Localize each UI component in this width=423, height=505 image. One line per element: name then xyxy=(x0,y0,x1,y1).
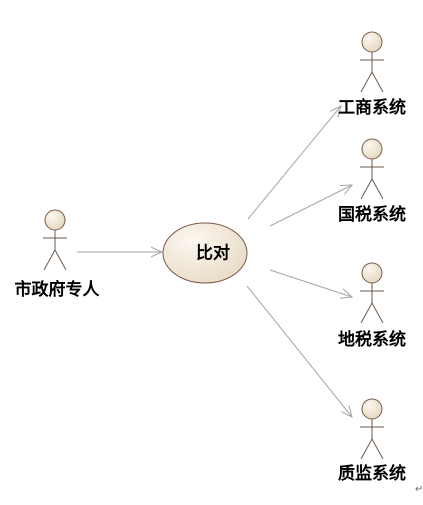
actor-head-ltax xyxy=(361,262,383,284)
actor-left-leg-ltax xyxy=(360,302,373,324)
actor-head-qs xyxy=(361,398,383,420)
actor-label-biz: 工商系统 xyxy=(338,98,406,118)
association-compare-biz xyxy=(247,105,342,220)
association-line-compare-qs xyxy=(246,285,353,418)
arrowhead-compare-ntax xyxy=(339,184,354,195)
association-line-compare-ltax xyxy=(269,269,353,298)
actor-right-leg-gov xyxy=(54,249,67,271)
actor-head-gov xyxy=(44,209,66,231)
actor-label-gov: 市政府专人 xyxy=(14,280,100,300)
association-line-compare-biz xyxy=(247,105,342,220)
use-case-label: 比对 xyxy=(196,243,230,264)
actors xyxy=(43,31,384,460)
actor-label-qs: 质监系统 xyxy=(338,464,406,484)
use-case-ellipse xyxy=(162,222,248,284)
actor-right-leg-qs xyxy=(371,438,384,460)
association-compare-qs xyxy=(246,285,353,418)
association-compare-ntax xyxy=(269,184,354,227)
actor-right-leg-biz xyxy=(371,71,384,93)
associations xyxy=(77,105,354,418)
association-compare-ltax xyxy=(269,269,354,299)
actor-ltax xyxy=(360,262,384,324)
actor-left-leg-gov xyxy=(43,249,56,271)
arrowhead-compare-qs xyxy=(341,405,353,418)
actor-biz xyxy=(360,31,384,93)
actor-head-ntax xyxy=(361,138,383,160)
actor-left-leg-qs xyxy=(360,438,373,460)
actor-label-ltax: 地税系统 xyxy=(338,330,406,350)
use-case-compare xyxy=(162,222,248,284)
arrowhead-compare-ltax xyxy=(340,288,354,299)
actor-gov xyxy=(43,209,67,271)
arrowhead-compare-biz xyxy=(330,105,342,118)
actor-right-leg-ntax xyxy=(371,178,384,200)
actor-ntax xyxy=(360,138,384,200)
actor-qs xyxy=(360,398,384,460)
paragraph-mark: ↵ xyxy=(415,484,423,495)
association-gov-compare xyxy=(77,246,164,258)
actor-left-leg-ntax xyxy=(360,178,373,200)
association-line-compare-ntax xyxy=(269,184,353,227)
actor-head-biz xyxy=(361,31,383,53)
actor-label-ntax: 国税系统 xyxy=(338,205,406,225)
arrowhead-gov-compare xyxy=(150,246,164,258)
actor-right-leg-ltax xyxy=(371,302,384,324)
actor-left-leg-biz xyxy=(360,71,373,93)
